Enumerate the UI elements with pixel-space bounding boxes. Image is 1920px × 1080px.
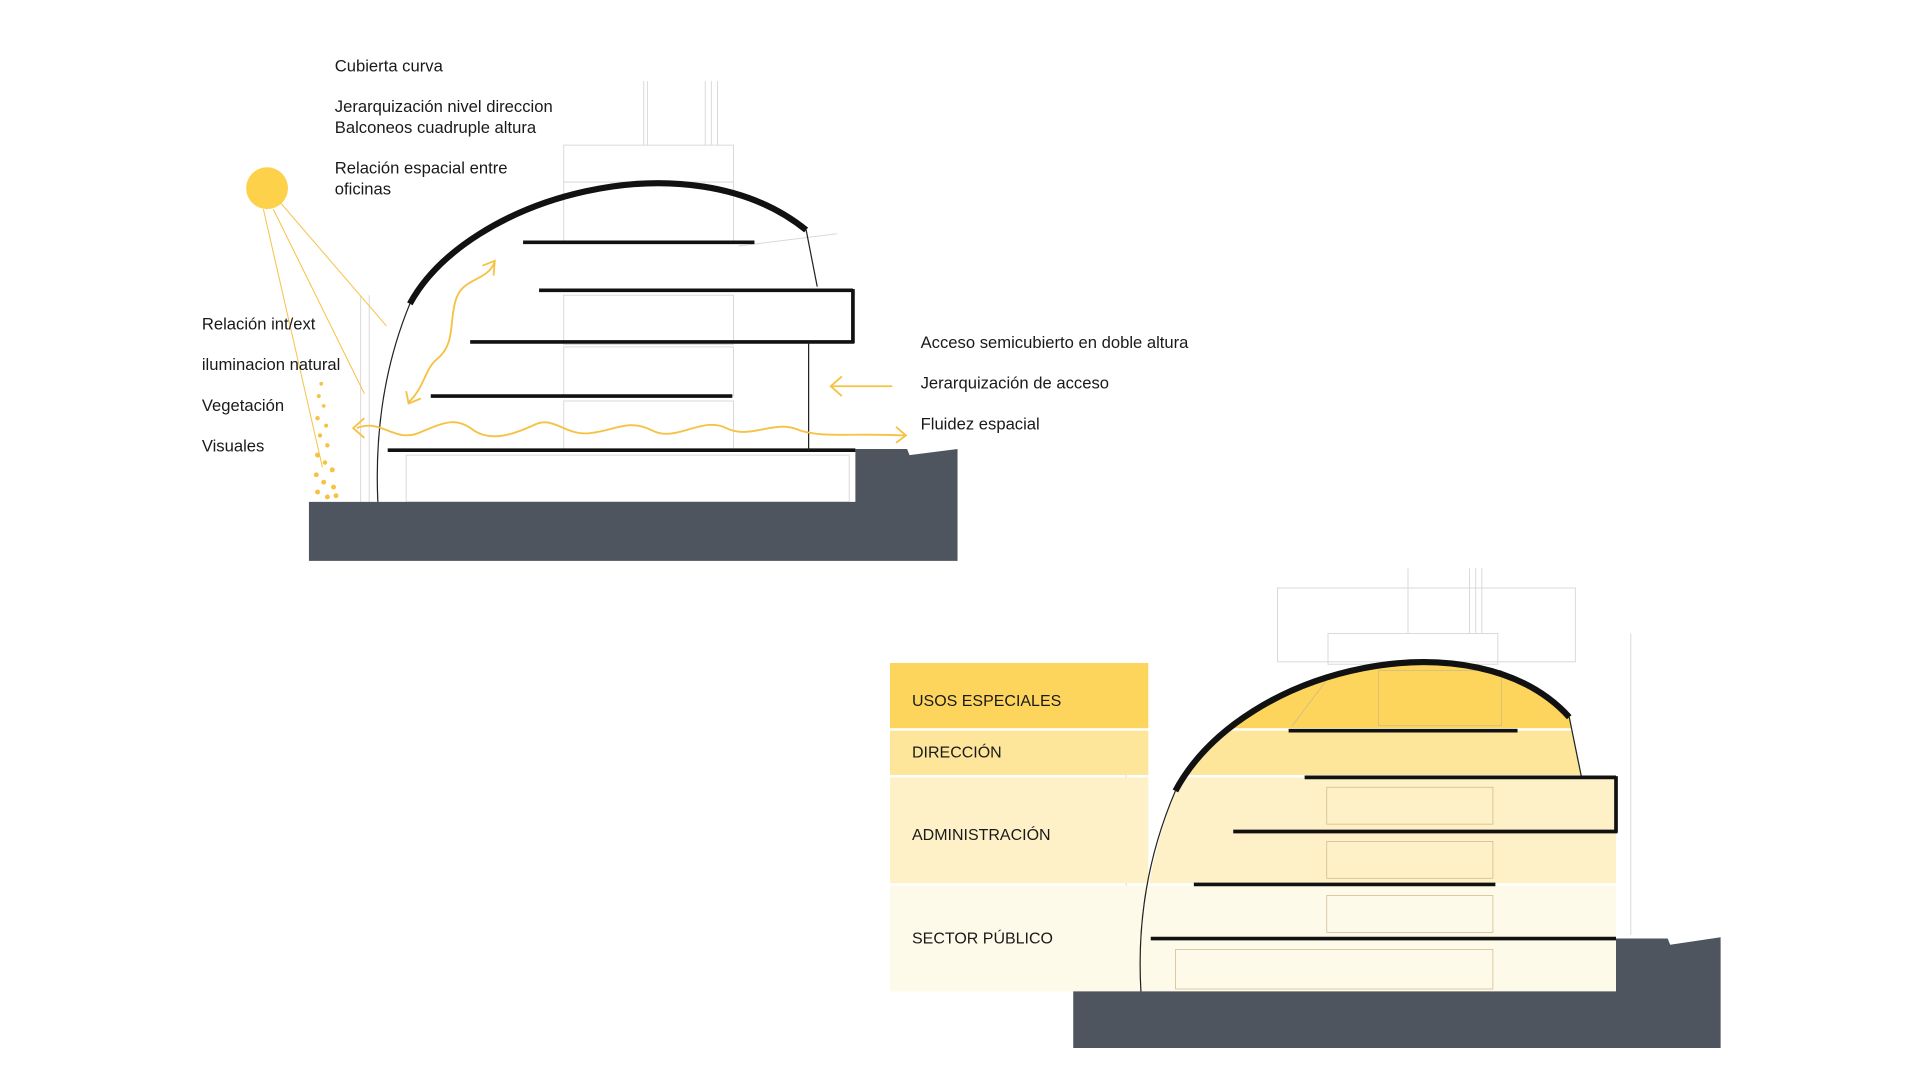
- vegetation-dots: [313, 381, 339, 500]
- left-notes: Relación int/ext iluminacion natural Veg…: [202, 315, 341, 456]
- note-covered-access: Acceso semicubierto en doble altura: [921, 333, 1190, 352]
- interior-lines: [1175, 670, 1502, 990]
- zone-label-usos-especiales: USOS ESPECIALES: [912, 693, 1061, 710]
- concept-section: Cubierta curva Jerarquización nivel dire…: [202, 56, 1189, 561]
- curved-facade: [376, 303, 411, 502]
- note-curved-roof: Cubierta curva: [335, 56, 444, 75]
- note-balconies: Balconeos cuadruple altura: [335, 118, 537, 137]
- zoning-section: USOS ESPECIALES DIRECCIÓN ADMINISTRACIÓN…: [889, 568, 1721, 1049]
- note-views: Visuales: [202, 436, 265, 455]
- curved-roof: [407, 180, 809, 306]
- sun-icon: [246, 167, 288, 210]
- note-spatial-relation: Relación espacial entre: [335, 158, 508, 177]
- note-access-hierarchy: Jerarquización de acceso: [921, 374, 1109, 393]
- note-direction-level: Jerarquización nivel direccion: [335, 97, 553, 116]
- flow-arrows: [351, 259, 908, 444]
- zone-label-direccion: DIRECCIÓN: [912, 743, 1002, 762]
- floor-slabs: [387, 240, 856, 453]
- right-notes: Acceso semicubierto en doble altura Jera…: [921, 333, 1190, 433]
- ground: [308, 448, 958, 561]
- floor-slabs: [1150, 728, 1618, 941]
- note-spatial-fluidity: Fluidez espacial: [921, 414, 1040, 433]
- top-notes: Cubierta curva Jerarquización nivel dire…: [335, 56, 553, 198]
- curved-facade: [1139, 790, 1176, 992]
- zone-label-administracion: ADMINISTRACIÓN: [912, 825, 1051, 844]
- zone-band-direccion: [889, 730, 1616, 775]
- zone-labels: USOS ESPECIALES DIRECCIÓN ADMINISTRACIÓN…: [912, 693, 1061, 947]
- note-vegetation: Vegetación: [202, 396, 284, 415]
- note-offices: oficinas: [335, 179, 391, 198]
- curved-roof: [1172, 659, 1572, 793]
- roof-edge: [805, 229, 818, 287]
- ground: [1073, 937, 1721, 1049]
- note-natural-light: iluminacion natural: [202, 355, 341, 374]
- sun-rays: [262, 202, 387, 468]
- note-int-ext: Relación int/ext: [202, 315, 316, 334]
- roof-edge: [1568, 717, 1583, 778]
- zone-label-sector-publico: SECTOR PÚBLICO: [912, 928, 1053, 947]
